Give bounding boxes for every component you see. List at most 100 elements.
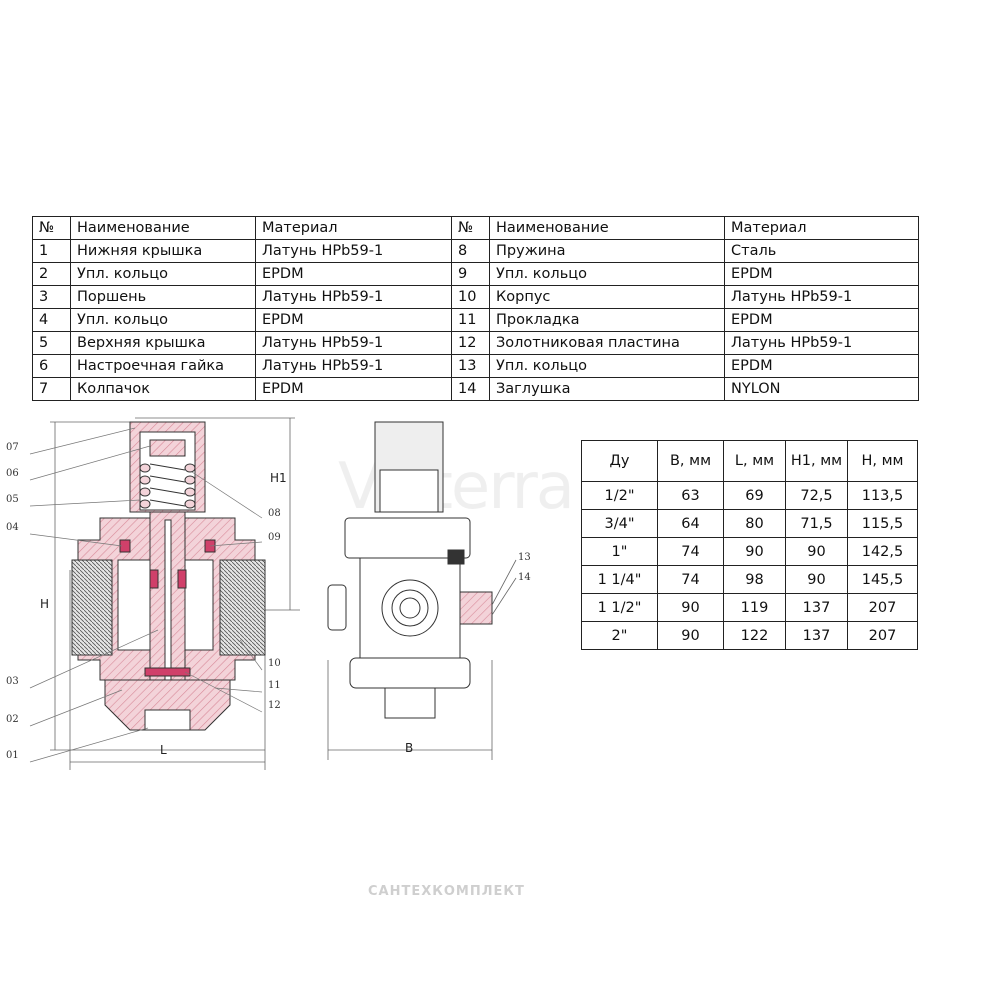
part-name: Корпус (489, 285, 725, 309)
callout-label: 11 (268, 680, 281, 691)
part-material: Латунь HPb59-1 (255, 239, 452, 263)
header-name-right: Наименование (489, 216, 725, 240)
dimension-cell: 113,5 (847, 481, 918, 510)
callout-label: 10 (268, 658, 281, 669)
dimension-cell: 137 (785, 621, 848, 650)
spring (139, 463, 196, 509)
dimension-cell: 142,5 (847, 537, 918, 566)
part-no: 5 (32, 331, 71, 355)
part-no: 2 (32, 262, 71, 286)
callout-label: 14 (518, 572, 531, 583)
header-material: Материал (255, 216, 452, 240)
dim-header: H, мм (847, 440, 918, 482)
part-no: 10 (451, 285, 490, 309)
callout-label: 08 (268, 508, 281, 519)
dimension-cell: 64 (657, 509, 724, 538)
part-no: 3 (32, 285, 71, 309)
part-material: EPDM (724, 308, 919, 332)
dimension-cell: 3/4" (581, 509, 658, 538)
part-no: 12 (451, 331, 490, 355)
dimension-cell: 1 1/4" (581, 565, 658, 594)
dim-header: H1, мм (785, 440, 848, 482)
parts-header-row: № Наименование Материал № Наименование М… (32, 216, 919, 240)
callout-label: 06 (6, 468, 19, 479)
part-material: EPDM (255, 377, 452, 401)
dimension-cell: 122 (723, 621, 786, 650)
callout-label: 02 (6, 714, 19, 725)
dimension-cell: 90 (785, 565, 848, 594)
dimension-cell: 72,5 (785, 481, 848, 510)
part-material: EPDM (724, 262, 919, 286)
dimension-cell: 90 (723, 537, 786, 566)
header-no-right: № (451, 216, 490, 240)
header-name: Наименование (70, 216, 256, 240)
part-name: Пружина (489, 239, 725, 263)
part-material: Латунь HPb59-1 (255, 354, 452, 378)
part-material: EPDM (724, 354, 919, 378)
part-material: Латунь HPb59-1 (724, 331, 919, 355)
dimension-cell: 69 (723, 481, 786, 510)
callout-label: 01 (6, 750, 19, 761)
valve-body (71, 511, 266, 731)
dimension-cell: 207 (847, 593, 918, 622)
callout-label: 09 (268, 532, 281, 543)
part-material: EPDM (255, 308, 452, 332)
dimensions-header-row: Ду B, мм L, мм H1, мм H, мм (581, 440, 918, 482)
dimension-cell: 74 (657, 565, 724, 594)
dimension-cell: 71,5 (785, 509, 848, 538)
dimension-cell: 1" (581, 537, 658, 566)
dim-header: Ду (581, 440, 658, 482)
part-name: Упл. кольцо (70, 262, 256, 286)
callout-label: 07 (6, 442, 19, 453)
part-no: 1 (32, 239, 71, 263)
upper-cover (129, 421, 206, 513)
part-name: Упл. кольцо (489, 354, 725, 378)
part-name: Колпачок (70, 377, 256, 401)
callout-label: 12 (268, 700, 281, 711)
part-no: 11 (451, 308, 490, 332)
part-no: 7 (32, 377, 71, 401)
dim-label-h: H (40, 597, 49, 611)
dim-header: L, мм (723, 440, 786, 482)
part-name: Заглушка (489, 377, 725, 401)
dimension-cell: 2" (581, 621, 658, 650)
callout-leaders (29, 427, 263, 763)
dimension-cell: 1 1/2" (581, 593, 658, 622)
header-material-right: Материал (724, 216, 919, 240)
footer-logo: САНТЕХКОМПЛЕКТ (368, 884, 525, 899)
dimension-cell: 145,5 (847, 565, 918, 594)
dimension-cell: 90 (657, 621, 724, 650)
dimension-cell: 90 (785, 537, 848, 566)
part-name: Упл. кольцо (489, 262, 725, 286)
part-name: Верхняя крышка (70, 331, 256, 355)
callouts-right: 08 09 10 11 12 (268, 508, 281, 711)
callout-label: 03 (6, 676, 19, 687)
part-name: Поршень (70, 285, 256, 309)
part-material: NYLON (724, 377, 919, 401)
part-name: Настроечная гайка (70, 354, 256, 378)
part-name: Золотниковая пластина (489, 331, 725, 355)
header-no: № (32, 216, 71, 240)
front-dimension-lines (327, 559, 517, 760)
parts-table: № Наименование Материал № Наименование М… (32, 216, 919, 401)
dimension-cell: 90 (657, 593, 724, 622)
valve-section-drawing: H1 H L (6, 417, 300, 770)
part-no: 6 (32, 354, 71, 378)
dimension-cell: 74 (657, 537, 724, 566)
dimension-cell: 119 (723, 593, 786, 622)
part-name: Нижняя крышка (70, 239, 256, 263)
callout-label: 04 (6, 522, 19, 533)
dimension-cell: 137 (785, 593, 848, 622)
part-material: Сталь (724, 239, 919, 263)
